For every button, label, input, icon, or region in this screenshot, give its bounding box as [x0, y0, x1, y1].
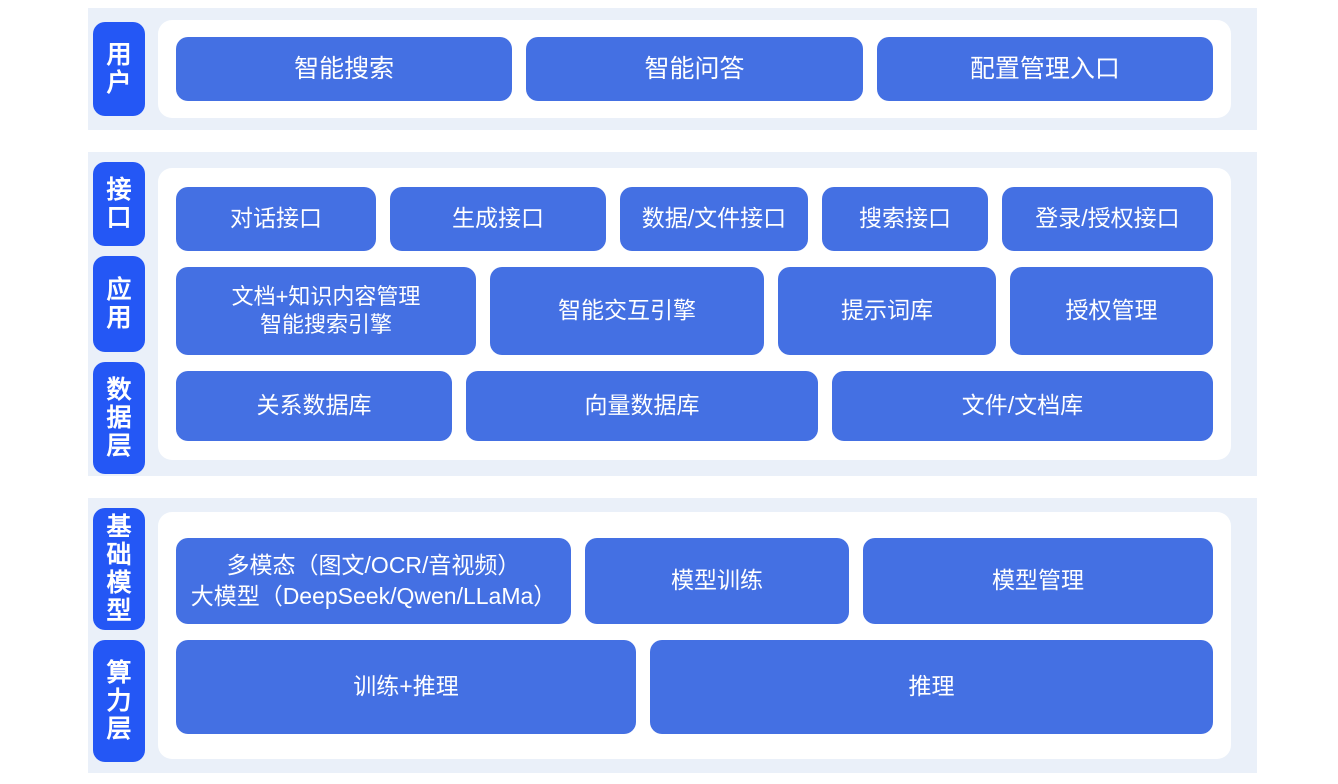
node-inference[interactable]: 推理: [650, 639, 1213, 734]
rail-tab-data-layer-label: 数据层: [106, 376, 132, 460]
node-vector-database[interactable]: 向量数据库: [466, 371, 818, 441]
rail-tab-application-label: 应用: [106, 276, 132, 332]
node-training-and-inference[interactable]: 训练+推理: [176, 639, 636, 734]
node-smart-search[interactable]: 智能搜索: [176, 37, 513, 101]
rail-foundation-layers: 基础模型 算力层: [88, 498, 150, 773]
rail-tab-foundation-model[interactable]: 基础模型: [93, 508, 145, 630]
node-relational-database[interactable]: 关系数据库: [176, 371, 452, 441]
node-config-management-entry[interactable]: 配置管理入口: [876, 37, 1213, 101]
rail-tab-application[interactable]: 应用: [93, 256, 145, 352]
row-application: 文档+知识内容管理 智能搜索引擎 智能交互引擎 提示词库 授权管理: [176, 267, 1213, 355]
node-smart-interaction-engine[interactable]: 智能交互引擎: [490, 267, 764, 355]
rail-tab-user[interactable]: 用户: [93, 22, 145, 116]
rail-tab-foundation-model-label: 基础模型: [106, 513, 132, 625]
row-compute: 训练+推理 推理: [176, 639, 1213, 734]
rail-tab-compute-layer-label: 算力层: [106, 659, 132, 743]
row-model: 多模态（图文/OCR/音视频） 大模型（DeepSeek/Qwen/LLaMa）…: [176, 537, 1213, 624]
node-prompt-library[interactable]: 提示词库: [778, 267, 996, 355]
node-smart-qa[interactable]: 智能问答: [526, 37, 863, 101]
band-user-layer: 用户 智能搜索 智能问答 配置管理入口: [88, 8, 1257, 130]
node-data-file-api[interactable]: 数据/文件接口: [620, 187, 808, 251]
node-file-document-store[interactable]: 文件/文档库: [832, 371, 1213, 441]
band-foundation-layers: 基础模型 算力层 多模态（图文/OCR/音视频） 大模型（DeepSeek/Qw…: [88, 498, 1257, 773]
card-user-layer: 智能搜索 智能问答 配置管理入口: [158, 20, 1231, 118]
row-interface: 对话接口 生成接口 数据/文件接口 搜索接口 登录/授权接口: [176, 187, 1213, 251]
rail-tab-interface-label: 接口: [106, 176, 132, 232]
node-login-auth-api[interactable]: 登录/授权接口: [1002, 187, 1213, 251]
row-user-entries: 智能搜索 智能问答 配置管理入口: [176, 37, 1213, 101]
node-multimodal-large-model[interactable]: 多模态（图文/OCR/音视频） 大模型（DeepSeek/Qwen/LLaMa）: [176, 537, 571, 624]
rail-tab-interface[interactable]: 接口: [93, 162, 145, 246]
band-platform-layers: 接口 应用 数据层 对话接口 生成接口 数据/文件接口 搜索接口 登录/授权接口…: [88, 152, 1257, 476]
row-data: 关系数据库 向量数据库 文件/文档库: [176, 371, 1213, 441]
node-doc-knowledge-management[interactable]: 文档+知识内容管理 智能搜索引擎: [176, 267, 476, 355]
rail-tab-data-layer[interactable]: 数据层: [93, 362, 145, 474]
card-foundation-layers: 多模态（图文/OCR/音视频） 大模型（DeepSeek/Qwen/LLaMa）…: [158, 512, 1231, 759]
node-search-api[interactable]: 搜索接口: [822, 187, 988, 251]
node-model-training[interactable]: 模型训练: [585, 537, 849, 624]
node-authorization-management[interactable]: 授权管理: [1010, 267, 1213, 355]
rail-tab-compute-layer[interactable]: 算力层: [93, 640, 145, 762]
node-generation-api[interactable]: 生成接口: [390, 187, 606, 251]
node-dialog-api[interactable]: 对话接口: [176, 187, 376, 251]
rail-platform-layers: 接口 应用 数据层: [88, 152, 150, 476]
rail-user-layer: 用户: [88, 8, 150, 130]
card-platform-layers: 对话接口 生成接口 数据/文件接口 搜索接口 登录/授权接口 文档+知识内容管理…: [158, 168, 1231, 460]
node-model-management[interactable]: 模型管理: [863, 537, 1213, 624]
rail-tab-user-label: 用户: [106, 41, 132, 97]
